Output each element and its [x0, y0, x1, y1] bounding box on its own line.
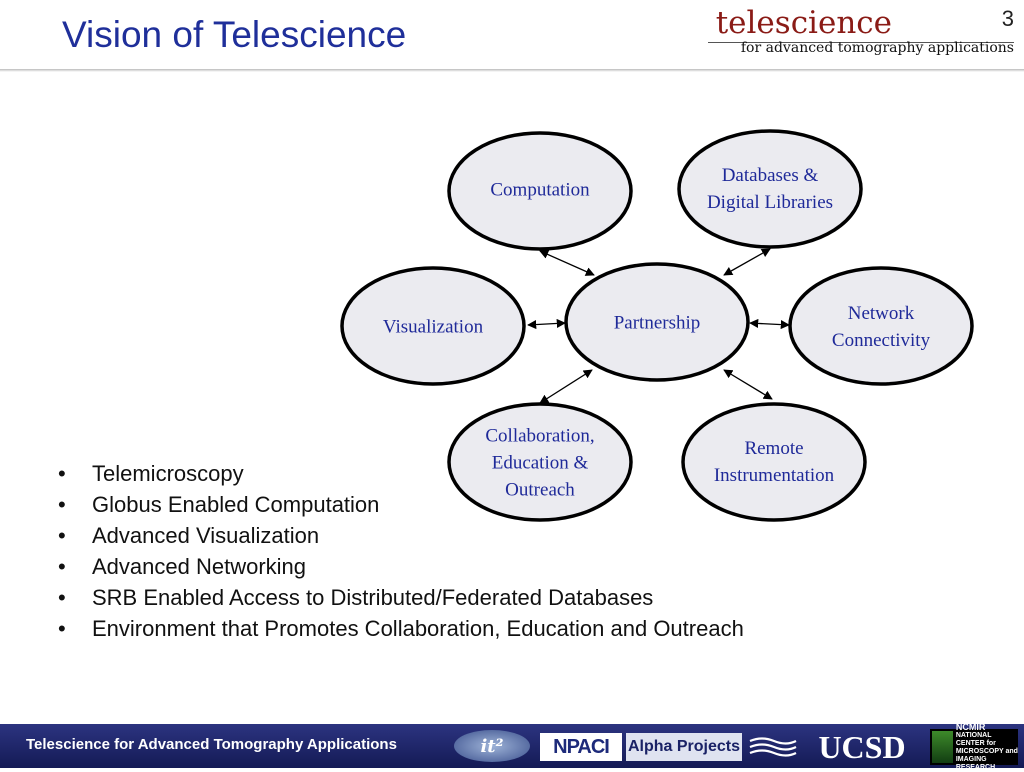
node-network	[788, 266, 974, 386]
label-line: Digital Libraries	[706, 192, 834, 213]
feature-bullet-list: • Telemicroscopy • Globus Enabled Computat…	[58, 458, 744, 644]
ncmir-logo: NCMIR NATIONAL CENTER for MICROSCOPY and…	[930, 722, 1018, 771]
label-line: Instrumentation	[713, 465, 835, 486]
it2-logo: it²	[454, 730, 530, 762]
label-visualization: Visualization	[383, 314, 483, 341]
ncmir-emblem-icon	[932, 731, 953, 763]
connector-databases	[723, 248, 771, 276]
bullet-icon: •	[58, 616, 66, 641]
npaci-logo: NPACI	[540, 733, 622, 761]
bullet-icon: •	[58, 585, 66, 610]
bullet-text: Advanced Networking	[92, 554, 307, 579]
bullet-icon: •	[58, 554, 66, 579]
bullet-item: • Advanced Networking	[58, 551, 744, 582]
node-collaboration	[447, 402, 633, 522]
bullet-text: Telemicroscopy	[92, 461, 244, 486]
slide-title: Vision of Telescience	[62, 14, 407, 55]
connector-network	[749, 318, 790, 330]
brand-name: telescience	[715, 5, 892, 41]
label-remote: Remote Instrumentation	[714, 435, 834, 489]
ncmir-line: MICROSCOPY and	[955, 748, 1018, 755]
bullet-text: Environment that Promotes Collaboration,…	[92, 616, 744, 641]
bullet-text: Globus Enabled Computation	[92, 492, 380, 517]
bullet-text: Advanced Visualization	[92, 523, 320, 548]
label-line: Network	[847, 303, 915, 324]
label-line: Outreach	[505, 479, 575, 501]
bullet-item: • Telemicroscopy	[58, 458, 744, 489]
connector-visualization	[527, 318, 566, 330]
node-partnership	[564, 262, 750, 382]
bullet-text: SRB Enabled Access to Distributed/Federa…	[92, 585, 654, 610]
label-line: Education &	[491, 452, 589, 474]
connector-remote	[723, 369, 773, 400]
label-line: Visualization	[382, 316, 484, 338]
ncmir-text: NCMIR NATIONAL CENTER for MICROSCOPY and…	[956, 722, 1018, 772]
node-databases	[677, 129, 863, 249]
bullet-item: • Advanced Visualization	[58, 520, 744, 551]
label-line: Remote	[744, 438, 804, 459]
label-partnership: Partnership	[614, 310, 701, 337]
bullet-icon: •	[58, 461, 66, 486]
alpha-projects-logo: Alpha Projects	[626, 733, 742, 761]
label-network: Network Connectivity	[832, 300, 930, 354]
footer-title: Telescience for Advanced Tomography Appl…	[26, 736, 397, 753]
bullet-item: • Globus Enabled Computation	[58, 489, 744, 520]
brand-divider	[708, 42, 1014, 43]
ncmir-line: IMAGING RESEARCH	[955, 756, 996, 771]
ncmir-line: NCMIR	[955, 722, 986, 732]
ncmir-line: NATIONAL CENTER for	[955, 732, 996, 747]
ucsd-wave-icon	[748, 734, 798, 760]
node-computation	[447, 131, 633, 251]
label-collaboration: Collaboration, Education & Outreach	[485, 423, 594, 504]
label-computation: Computation	[490, 177, 589, 204]
label-line: Computation	[490, 179, 590, 201]
telescience-logo: telescience	[716, 4, 1012, 42]
connector-collaboration	[539, 369, 593, 404]
bullet-item: • Environment that Promotes Collaboration…	[58, 613, 744, 644]
page-number: 3	[1001, 6, 1014, 31]
node-visualization	[340, 266, 526, 386]
label-line: Connectivity	[831, 330, 931, 351]
label-line: Partnership	[613, 312, 701, 334]
header-divider	[0, 69, 1024, 72]
bullet-icon: •	[58, 523, 66, 548]
label-line: Databases &	[721, 165, 819, 186]
ucsd-logo: UCSD	[818, 728, 906, 765]
brand-tagline: for advanced tomography applications	[740, 40, 1014, 56]
label-line: Collaboration,	[485, 425, 595, 447]
bullet-icon: •	[58, 492, 66, 517]
label-databases: Databases & Digital Libraries	[707, 162, 833, 216]
connector-computation	[539, 250, 595, 276]
node-remote	[681, 402, 867, 522]
bullet-item: • SRB Enabled Access to Distributed/Feder…	[58, 582, 744, 613]
wave-icon	[749, 737, 797, 757]
